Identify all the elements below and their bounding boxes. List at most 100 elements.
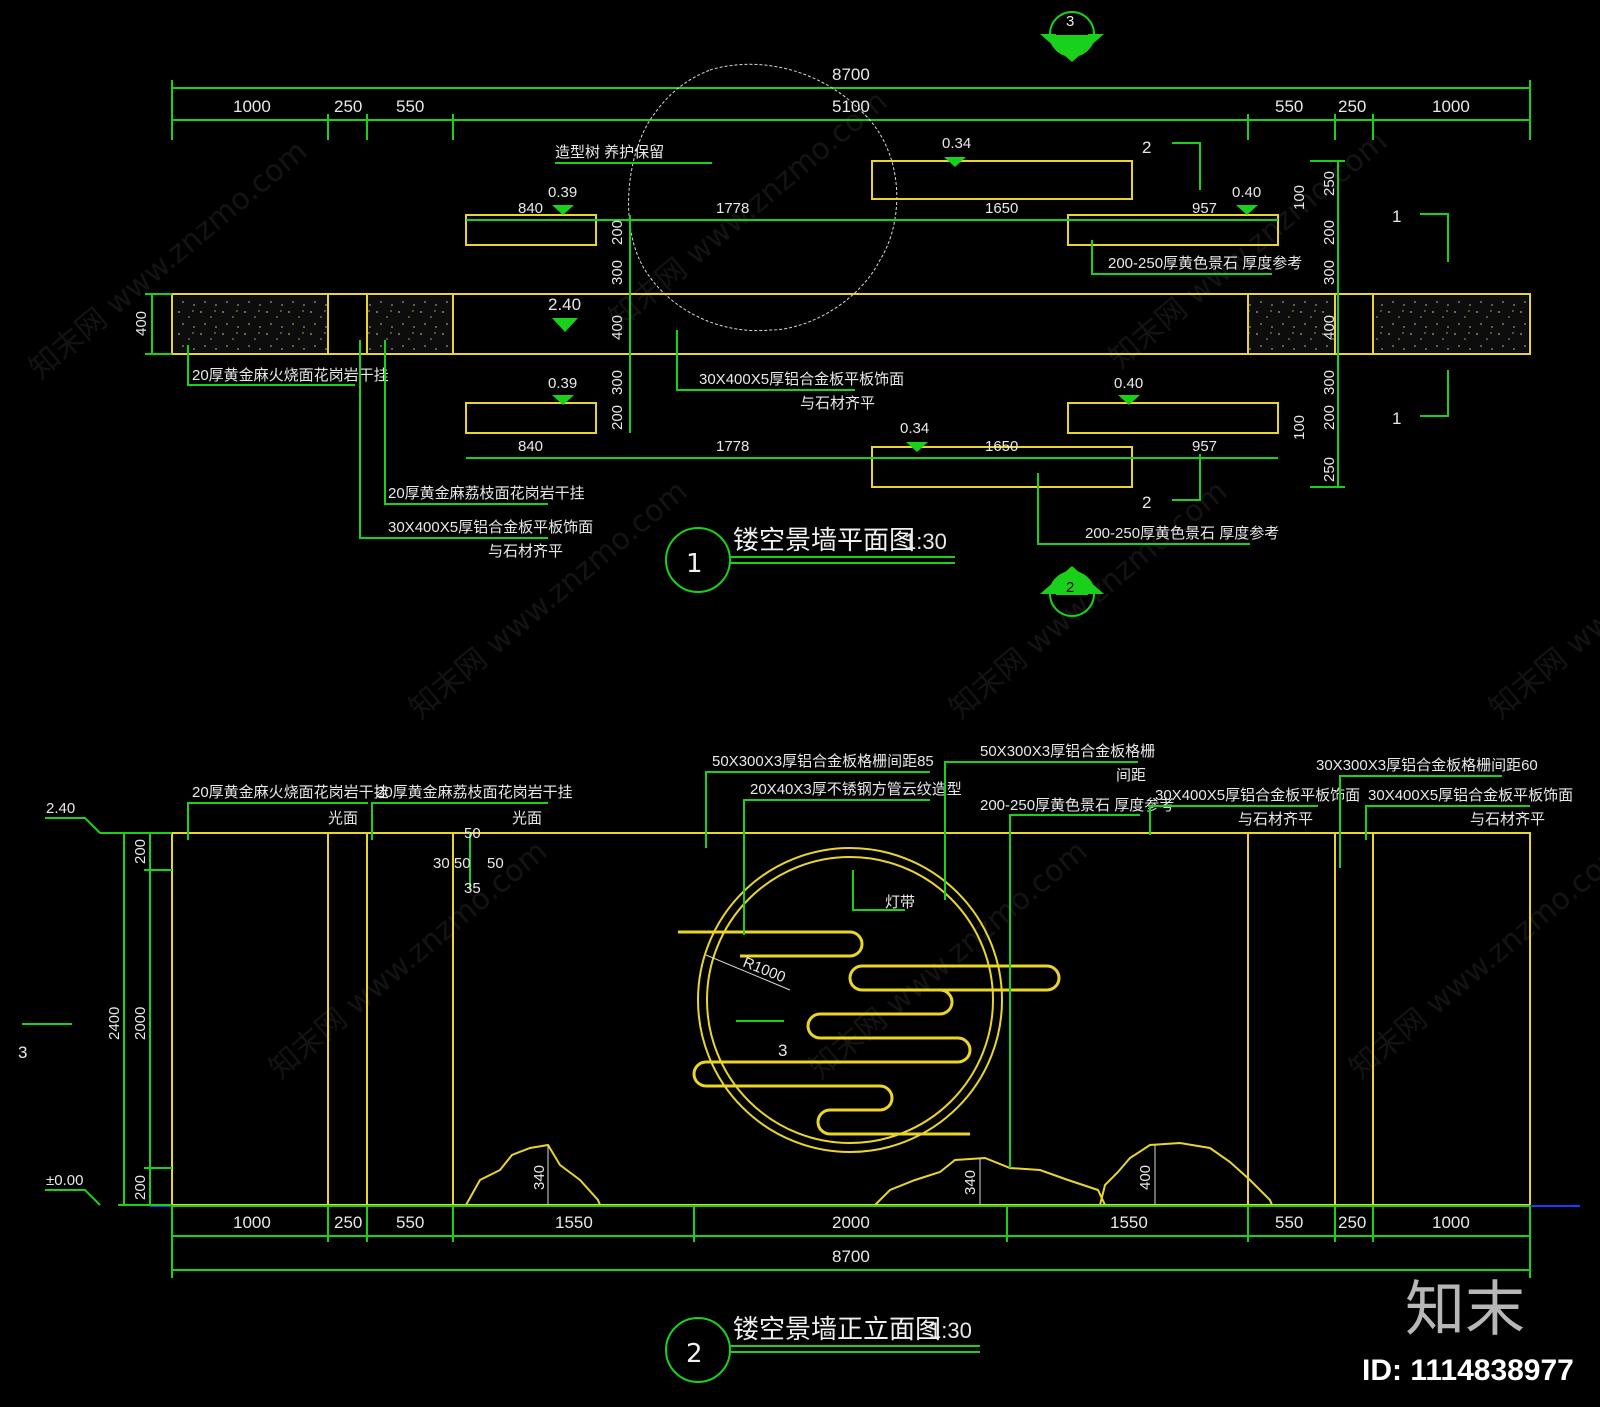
elev-note: 光面 [328, 810, 358, 827]
plan-level: 0.40 [1114, 375, 1143, 392]
elev-section-mark: 3 [778, 1041, 787, 1060]
brand-logo: 知末 ID: 1114838977 [1362, 1275, 1574, 1387]
note-steel3: 30X400X5厚铝合金板平板饰面 [388, 518, 593, 536]
plan-vdim: 300 [1321, 370, 1338, 395]
note-steel4: 与石材齐平 [488, 543, 563, 560]
plan-seg-dim: 550 [1275, 97, 1303, 116]
rock-height: 340 [962, 1170, 979, 1195]
elev-vdim: 200 [132, 1175, 149, 1200]
tree-canopy [628, 63, 898, 332]
watermark: 知末网 www.znzmo.com [1483, 474, 1600, 726]
elev-seg-dim: 2000 [832, 1213, 870, 1232]
elev-seg-dim: 250 [1338, 1213, 1366, 1232]
plan-vdim: 400 [1321, 315, 1338, 340]
elev-note: 30X300X3厚铝合金板格栅间距60 [1316, 756, 1538, 774]
elev-level: ±0.00 [46, 1172, 83, 1189]
elev-section-mark: 3 [18, 1043, 27, 1062]
note-tree: 造型树 养护保留 [555, 144, 664, 161]
plan-seg-dim: 250 [1338, 97, 1366, 116]
detail-dim: 30 50 [433, 855, 471, 872]
elev-note: 200-250厚黄色景石 厚度参考 [980, 797, 1174, 814]
rock-height: 340 [531, 1165, 548, 1190]
symbol-label: 3 [1066, 13, 1074, 30]
elev-seg-dim: 550 [396, 1213, 424, 1232]
elev-seg-dim: 1000 [233, 1213, 271, 1232]
plan-inner-dim: 957 [1192, 438, 1217, 455]
plan-level: 0.40 [1232, 184, 1261, 201]
plan-vdim: 100 [1291, 415, 1308, 440]
plan-level: 0.39 [548, 375, 577, 392]
plan-level: 0.34 [900, 420, 929, 437]
plan-seg-dim: 1000 [233, 97, 271, 116]
plan-inner-dim: 957 [1192, 200, 1217, 217]
elev-number: 2 [686, 1339, 703, 1369]
detail-dim: 35 [464, 880, 481, 897]
section-symbol-2: 2 [1040, 566, 1104, 617]
plan-vdim: 250 [1321, 457, 1338, 482]
plan-inner-dim: 1650 [985, 200, 1018, 217]
elev-vdim: 2400 [106, 1007, 123, 1040]
elev-note: 与石材齐平 [1470, 811, 1545, 828]
plan-seg-dim: 250 [334, 97, 362, 116]
note-steel: 30X400X5厚铝合金板平板饰面 [699, 370, 904, 388]
plan-vdim: 400 [133, 311, 150, 336]
elev-seg-dim: 550 [1275, 1213, 1303, 1232]
plan-scale: 1:30 [904, 529, 947, 554]
elev-seg-dim: 250 [334, 1213, 362, 1232]
symbol-label: 2 [1066, 579, 1074, 596]
watermark: 知末网 www.znzmo.com [403, 474, 694, 726]
elev-level: 2.40 [46, 800, 75, 817]
plan-vdim: 100 [1291, 185, 1308, 210]
watermarks: 知末网 www.znzmo.com 知末网 www.znzmo.com 知末网 … [23, 84, 1600, 1086]
section-symbol-3: 3 [1040, 11, 1104, 62]
rock [872, 1156, 1107, 1206]
section-mark: 2 [1142, 493, 1151, 512]
detail-dim: 50 [464, 825, 481, 842]
note-stone2: 20厚黄金麻荔枝面花岗岩干挂 [388, 485, 585, 502]
plan-inner-dim: 1778 [716, 200, 749, 217]
brand-id: ID: 1114838977 [1362, 1354, 1574, 1387]
plan-inner-dim: 840 [518, 438, 543, 455]
plan-number: 1 [686, 549, 703, 579]
plan-vdim: 200 [609, 220, 626, 245]
plan-inner-dim: 1778 [716, 438, 749, 455]
watermark: 知末网 www.znzmo.com [263, 834, 554, 1086]
note-steel2: 与石材齐平 [800, 395, 875, 412]
elev-note: 50X300X3厚铝合金板格栅间距85 [712, 752, 934, 770]
elev-title: 镂空景墙正立面图 [733, 1315, 941, 1345]
elev-note: 与石材齐平 [1238, 811, 1313, 828]
elev-note: 20厚黄金麻荔枝面花岗岩干挂 [376, 784, 573, 801]
rock [1098, 1141, 1274, 1206]
plan-level: 2.40 [548, 295, 581, 314]
detail-dim: 50 [487, 855, 504, 872]
plan-inner-dim: 840 [518, 200, 543, 217]
plan-seg-dim: 1000 [1432, 97, 1470, 116]
plan-level: 0.39 [548, 184, 577, 201]
rock-height: 400 [1137, 1165, 1154, 1190]
elev-seg-dim: 1550 [1110, 1213, 1148, 1232]
plan-vdim: 200 [1321, 405, 1338, 430]
watermark: 知末网 www.znzmo.com [1343, 834, 1600, 1086]
plan-inner-dim: 1650 [985, 438, 1018, 455]
lamp-label: 灯带 [885, 894, 915, 911]
section-mark: 2 [1142, 138, 1151, 157]
elev-note: 50X300X3厚铝合金板格栅 [980, 742, 1155, 760]
elev-radius: R1000 [741, 954, 788, 986]
plan-title: 镂空景墙平面图 [733, 526, 915, 556]
plan-vdim: 200 [1321, 220, 1338, 245]
section-mark: 1 [1392, 409, 1401, 428]
cloud-pattern [678, 930, 1061, 1136]
plan-level: 0.34 [942, 135, 971, 152]
section-mark: 1 [1392, 207, 1401, 226]
plan-overall-dim: 8700 [832, 65, 870, 84]
elev-note: 光面 [512, 810, 542, 827]
elev-overall-dim: 8700 [832, 1247, 870, 1266]
note-rock2: 200-250厚黄色景石 厚度参考 [1085, 525, 1279, 542]
elev-seg-dim: 1550 [555, 1213, 593, 1232]
note-stone1: 20厚黄金麻火烧面花岗岩干挂 [192, 367, 389, 384]
elev-vdim: 2000 [132, 1007, 149, 1040]
elevation-view: 3 R1000 340 340 400 2400 2000 200 200 2.… [18, 742, 1580, 1383]
watermark: 知末网 www.znzmo.com [943, 474, 1234, 726]
plan-vdim: 300 [609, 370, 626, 395]
